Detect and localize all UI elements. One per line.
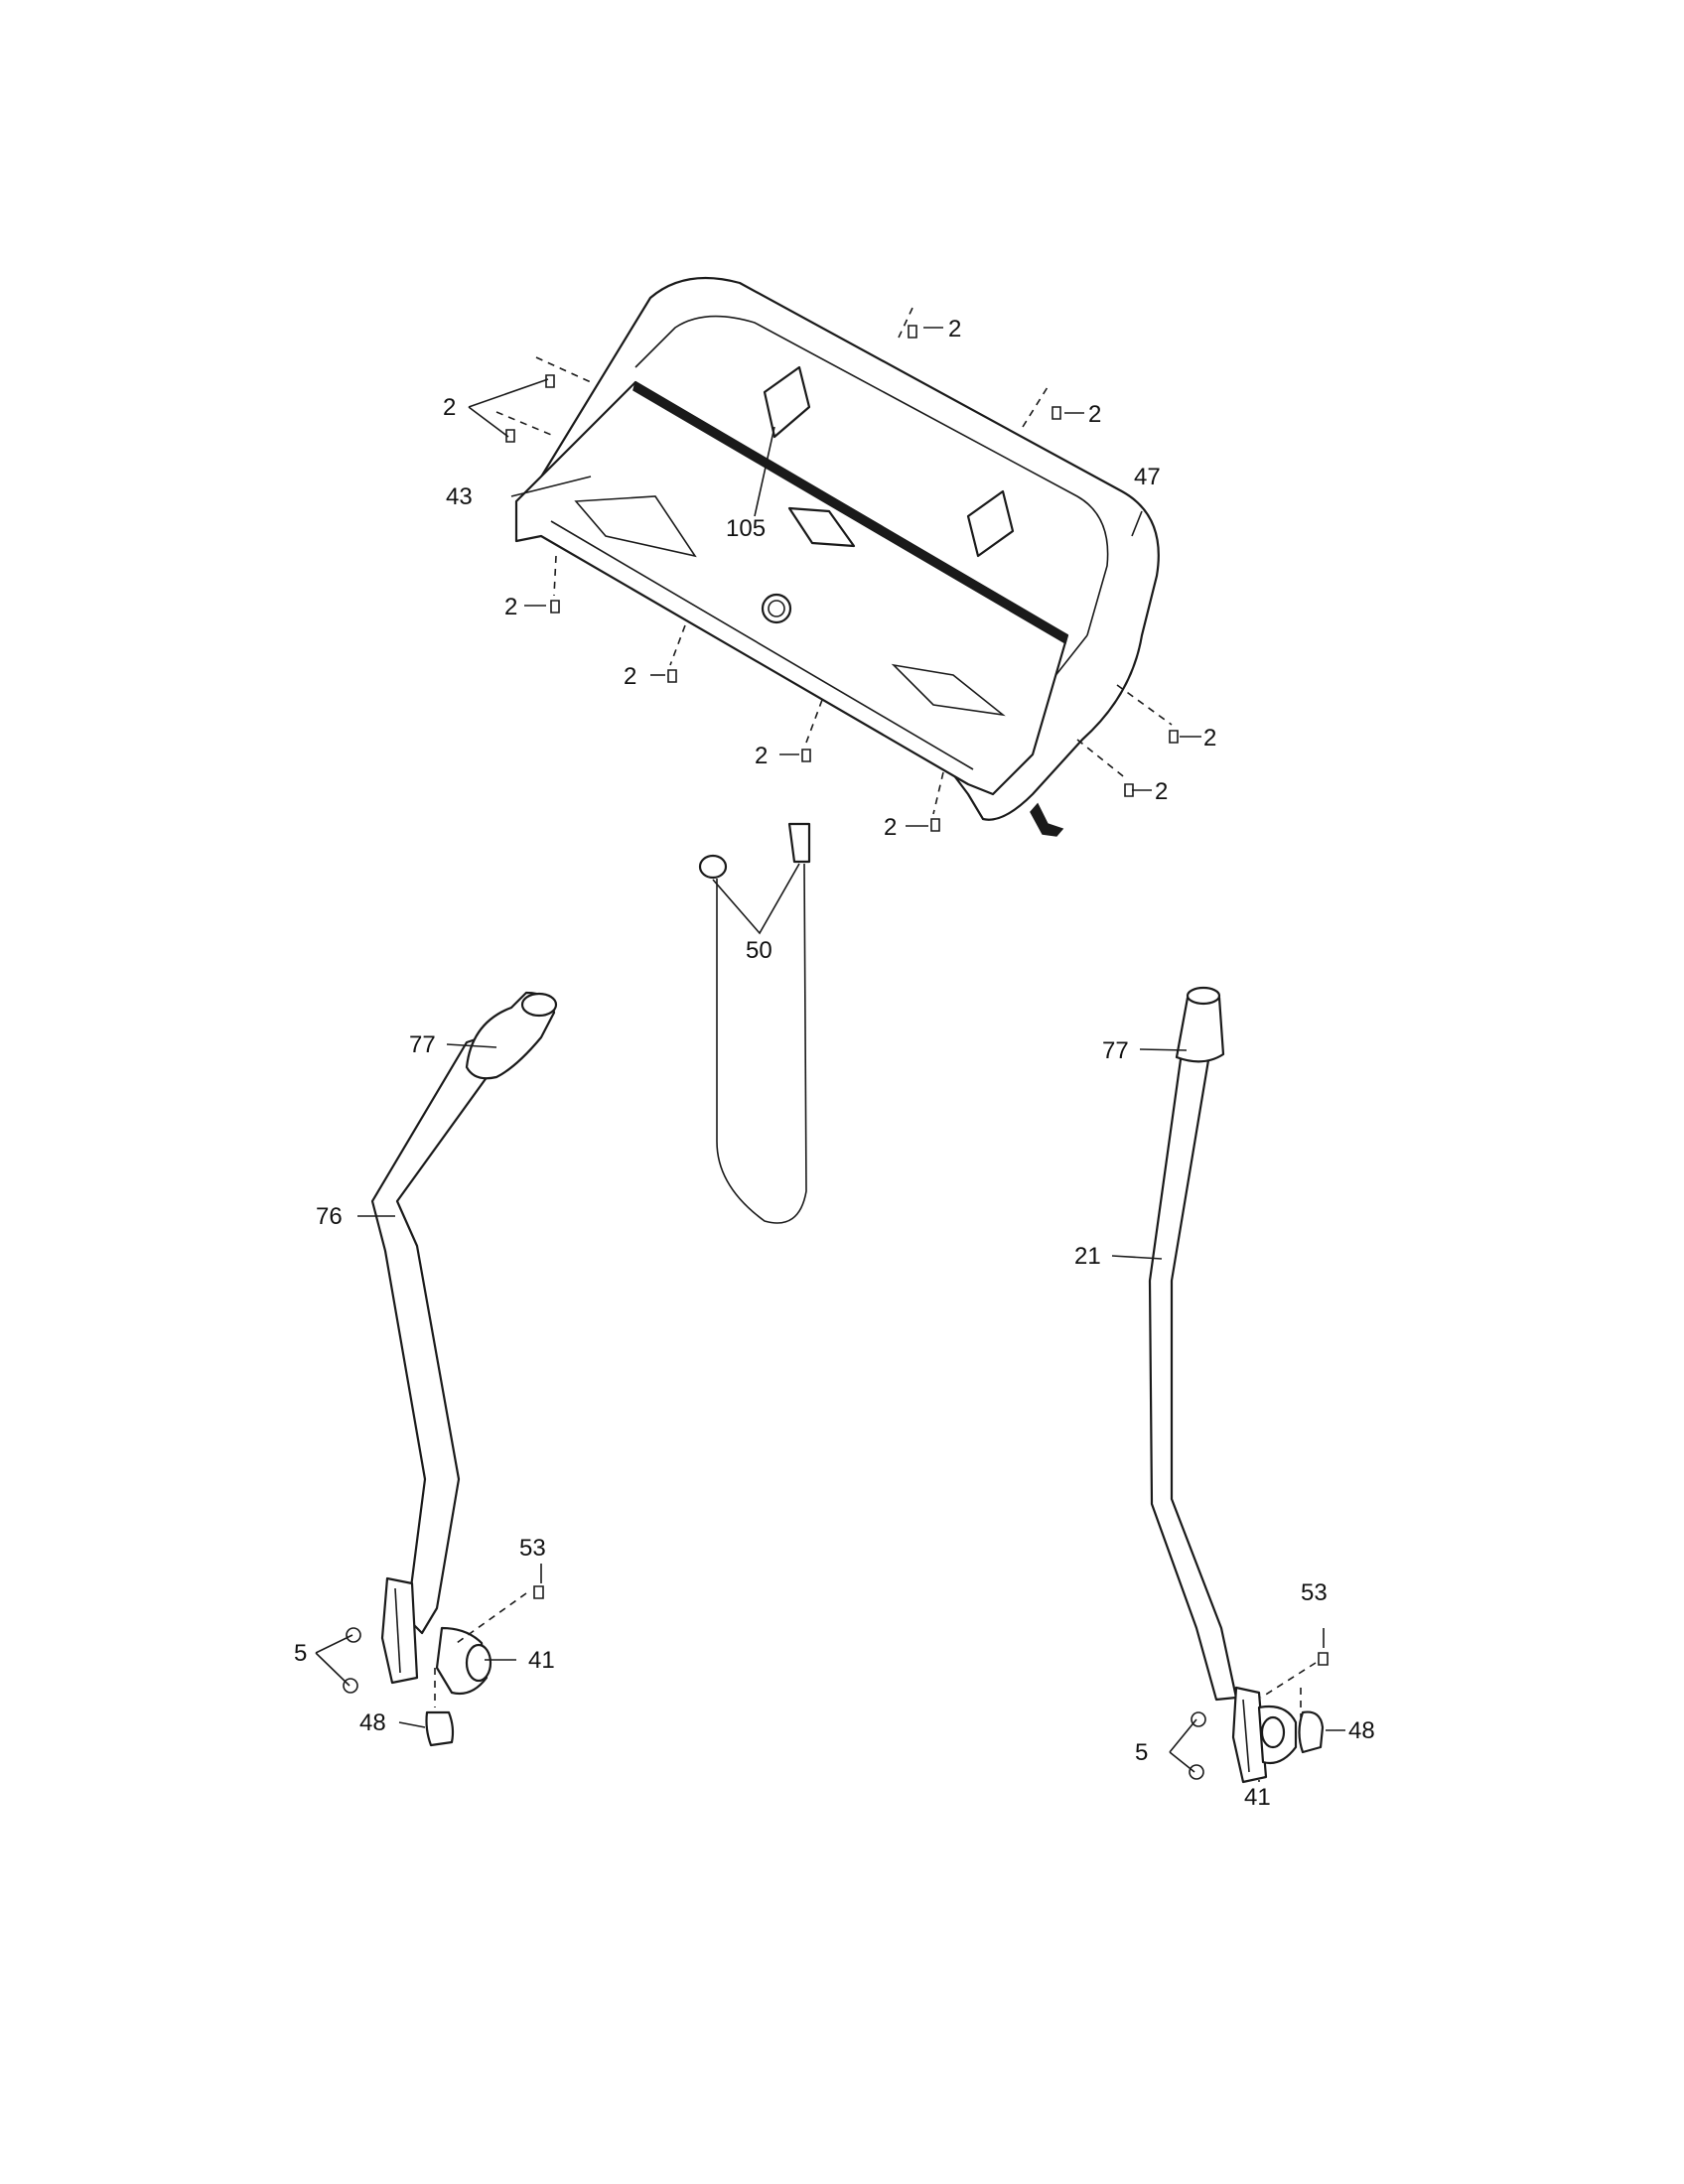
right-end-cap-41 — [1257, 1705, 1298, 1765]
label-5-right: 5 — [1135, 1739, 1148, 1766]
label-53-right: 53 — [1301, 1579, 1328, 1606]
label-21: 21 — [1074, 1243, 1101, 1270]
label-2-lower-3: 2 — [884, 814, 897, 841]
label-47: 47 — [1134, 464, 1161, 490]
label-53-left: 53 — [519, 1535, 546, 1562]
label-2-lower-left: 2 — [504, 594, 517, 620]
label-50: 50 — [746, 937, 772, 964]
label-48-right: 48 — [1348, 1717, 1375, 1744]
right-upright-21 — [1148, 1050, 1238, 1702]
label-2-left: 2 — [443, 394, 456, 421]
label-48-left: 48 — [359, 1709, 386, 1736]
console-dividers — [763, 365, 1015, 558]
label-2-lower-2: 2 — [755, 743, 768, 769]
label-76: 76 — [316, 1203, 343, 1230]
left-end-cap-41 — [435, 1626, 492, 1696]
left-grip-77 — [465, 991, 558, 1080]
label-2-top-right: 2 — [1088, 401, 1101, 428]
console-button-inner — [768, 600, 785, 617]
left-upright-76 — [370, 1021, 528, 1635]
label-2-right-1: 2 — [1203, 725, 1216, 751]
right-foot-48 — [1298, 1688, 1325, 1754]
part-labels: 2 2 2 43 105 47 2 2 2 2 2 2 50 77 76 53 … — [294, 316, 1375, 1811]
leader-lines — [315, 327, 1345, 1782]
right-grip-77 — [1175, 986, 1225, 1063]
label-77-left: 77 — [409, 1031, 436, 1058]
label-2-top: 2 — [948, 316, 961, 342]
label-41-right: 41 — [1244, 1784, 1271, 1811]
console-screws — [495, 305, 1179, 832]
right-washers-5 — [1189, 1711, 1206, 1780]
right-bolt-53 — [1260, 1652, 1329, 1699]
label-105: 105 — [726, 515, 766, 542]
label-5-left: 5 — [294, 1640, 307, 1667]
overlay-strip-105 — [632, 380, 1068, 645]
label-2-right-2: 2 — [1155, 778, 1168, 805]
console-wire-harness — [1030, 802, 1064, 837]
left-foot-48 — [425, 1668, 455, 1747]
left-bolt-53 — [456, 1585, 544, 1644]
safety-key-50 — [698, 822, 811, 1224]
label-2-lower-1: 2 — [624, 663, 636, 690]
console-button — [761, 593, 792, 624]
label-41-left: 41 — [528, 1647, 555, 1674]
right-bracket — [1231, 1686, 1268, 1784]
label-77-right: 77 — [1102, 1037, 1129, 1064]
label-43: 43 — [446, 483, 473, 510]
console-display-window — [787, 506, 856, 548]
left-bracket — [380, 1576, 419, 1685]
